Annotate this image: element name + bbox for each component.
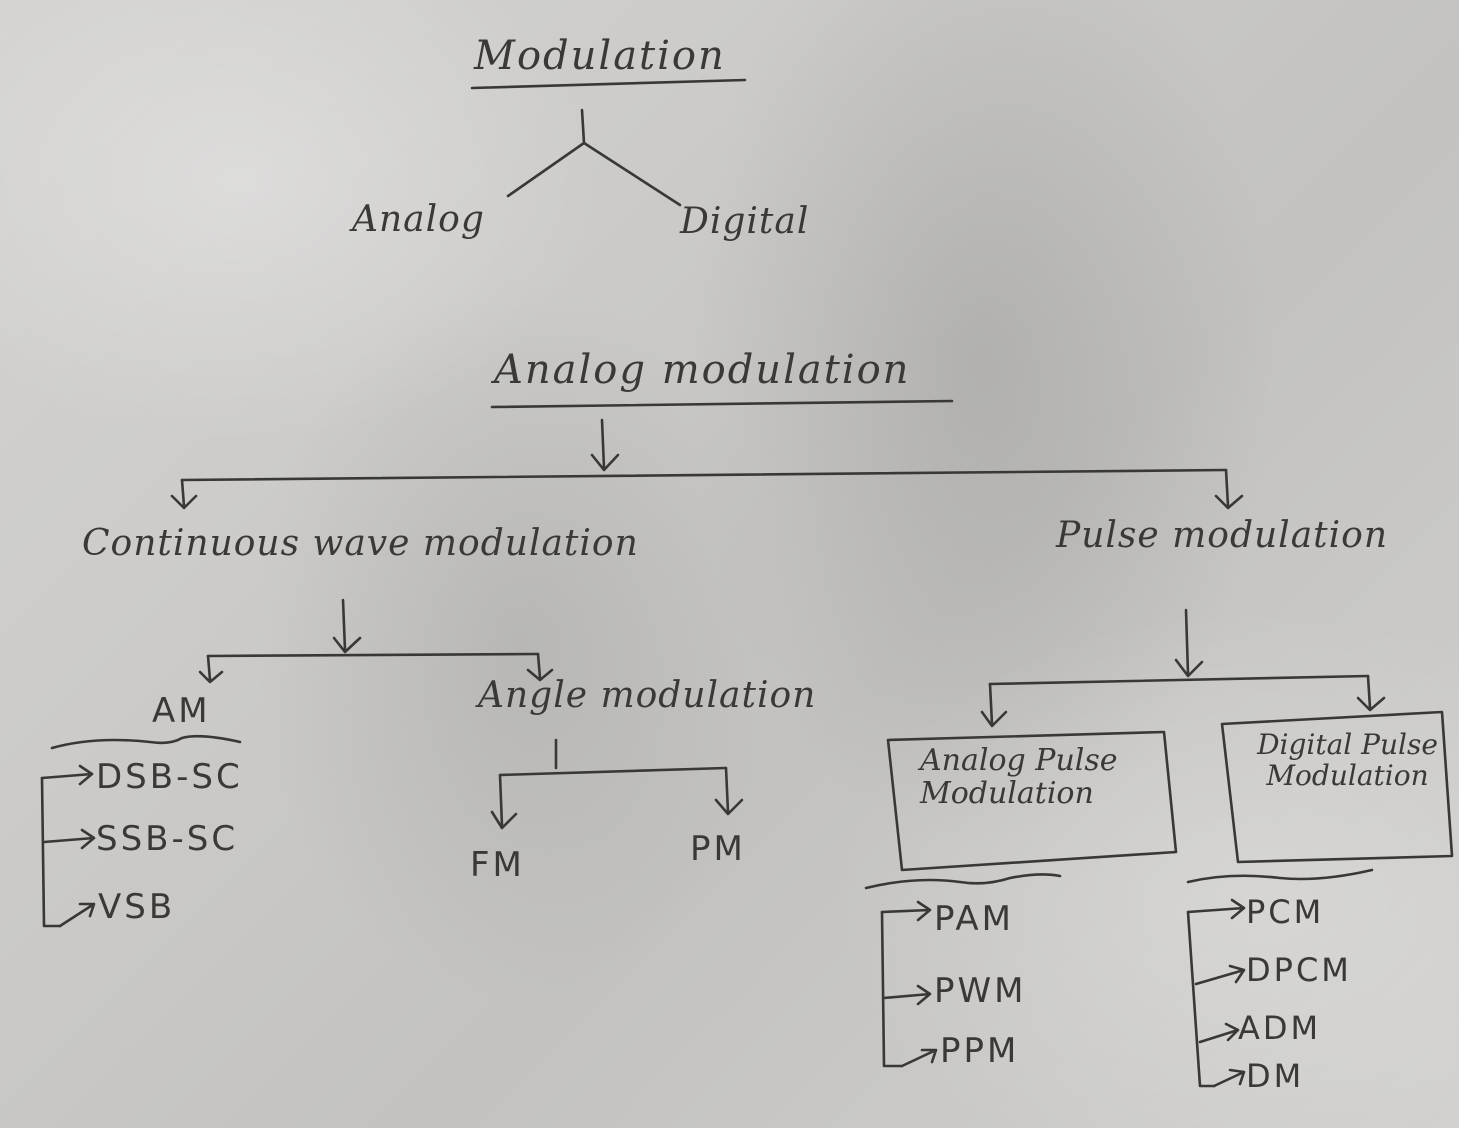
connector-pulse-bar — [988, 674, 1370, 686]
connector-to-digital — [582, 141, 682, 207]
bracket-digital-pulse — [1186, 910, 1216, 1088]
arrow-digital-pulse — [1356, 674, 1386, 712]
label-digital-pulse-modulation: Digital Pulse Modulation — [1257, 728, 1438, 792]
arrow-fm — [490, 773, 518, 830]
arrow-pam — [880, 900, 932, 922]
arrow-am — [198, 654, 224, 684]
arrow-ppm — [900, 1048, 938, 1068]
arrow-adm — [1198, 1022, 1240, 1044]
arrow-angle — [526, 652, 554, 682]
title-modulation: Modulation — [474, 33, 726, 79]
box-digital-pulse — [1220, 710, 1454, 864]
arrow-pulse — [1214, 468, 1244, 510]
box-analog-pulse — [886, 730, 1178, 872]
label-analog-pulse-modulation: Analog Pulse Modulation — [920, 743, 1118, 811]
title-analog-modulation: Analog modulation — [494, 347, 911, 393]
label-am: AM — [152, 691, 211, 731]
label-continuous-wave: Continuous wave modulation — [82, 523, 639, 564]
label-dpcm: DPCM — [1246, 951, 1352, 989]
label-dm: DM — [1246, 1057, 1305, 1095]
arrow-pwm — [882, 984, 932, 1006]
underline-analog-modulation — [490, 399, 954, 409]
arrow-dsb — [40, 764, 94, 786]
label-pm: PM — [690, 829, 746, 869]
brace-am — [50, 734, 242, 750]
arrow-vsb — [58, 902, 96, 928]
brace-digital-pulse — [1186, 868, 1374, 884]
arrow-continuous-down — [332, 598, 362, 654]
arrow-pm — [714, 766, 744, 816]
arrow-analog-pulse — [980, 682, 1008, 728]
label-pcm: PCM — [1246, 893, 1325, 931]
label-dsb-sc: DSB-SC — [96, 757, 243, 797]
label-pwm: PWM — [934, 971, 1027, 1011]
label-angle-modulation: Angle modulation — [478, 675, 817, 716]
arrow-pulse-down — [1174, 608, 1204, 678]
label-digital: Digital — [680, 201, 810, 242]
arrow-pcm — [1186, 898, 1246, 920]
brace-analog-pulse — [864, 873, 1062, 890]
bracket-am — [40, 776, 62, 928]
label-ssb-sc: SSB-SC — [96, 819, 239, 859]
label-pulse-modulation: Pulse modulation — [1056, 515, 1389, 556]
arrow-ssb — [42, 828, 96, 850]
connector-modulation-stem — [580, 108, 586, 145]
connector-to-analog — [506, 141, 586, 198]
label-vsb: VSB — [98, 887, 176, 927]
bracket-analog-pulse — [880, 910, 904, 1068]
label-ppm: PPM — [940, 1031, 1020, 1071]
arrow-analog-down — [590, 418, 620, 472]
underline-modulation — [470, 78, 747, 90]
arrow-continuous — [170, 478, 198, 510]
label-analog: Analog — [352, 199, 485, 240]
connector-analog-bar — [180, 468, 1228, 482]
arrow-dm — [1212, 1068, 1246, 1088]
arrow-dpcm — [1194, 964, 1246, 986]
connector-angle-bar — [498, 766, 728, 777]
label-adm: ADM — [1238, 1009, 1322, 1047]
connector-continuous-bar — [206, 652, 540, 658]
label-pam: PAM — [934, 899, 1014, 939]
label-fm: FM — [470, 845, 525, 885]
